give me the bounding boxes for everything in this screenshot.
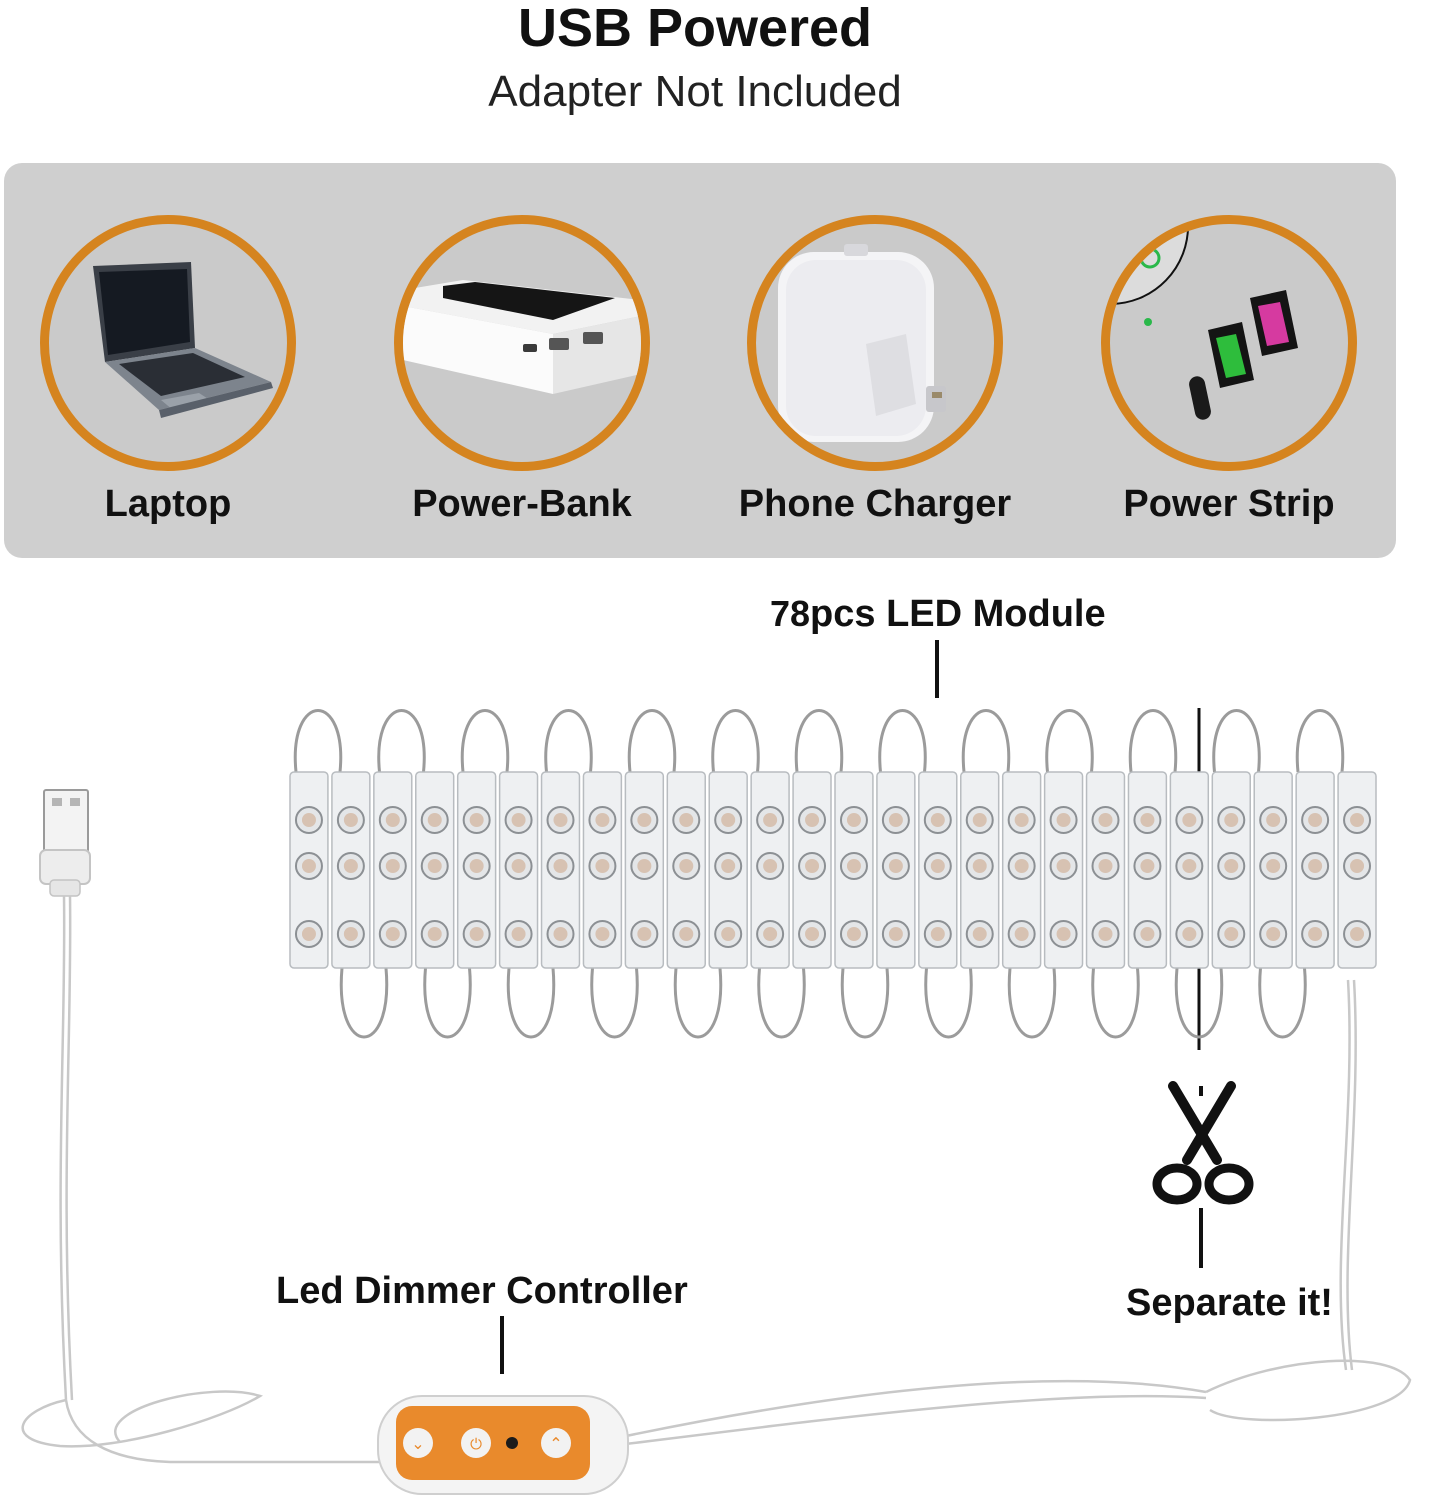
source-label-phone-charger: Phone Charger xyxy=(738,483,1012,525)
wire-loop-top xyxy=(377,709,426,773)
wire-loop-top xyxy=(1128,709,1178,773)
wire-loop-top xyxy=(460,709,510,773)
led-module xyxy=(373,771,413,969)
led-module xyxy=(1253,771,1293,969)
led-module xyxy=(1043,771,1084,969)
wire-loop-bottom xyxy=(840,967,890,1039)
led-module xyxy=(289,771,329,969)
page-title: USB Powered xyxy=(517,0,873,58)
page-subtitle: Adapter Not Included xyxy=(488,67,902,116)
led-module xyxy=(1001,771,1042,969)
source-label-power-strip: Power Strip xyxy=(1123,483,1335,525)
led-module xyxy=(960,771,1000,969)
scissors-icon xyxy=(1152,1081,1254,1205)
wire-loop-bottom xyxy=(339,967,389,1039)
led-module xyxy=(540,771,581,969)
wire-loop-top xyxy=(1295,709,1345,773)
wire-loop-top xyxy=(627,709,677,773)
usb-plug xyxy=(39,789,91,897)
led-module xyxy=(1127,771,1168,969)
led-module xyxy=(666,771,706,969)
usb-cable xyxy=(21,895,1412,1464)
led-module xyxy=(498,771,539,969)
source-laptop: Laptop xyxy=(0,215,338,545)
wire-loop-bottom xyxy=(423,967,472,1039)
separate-label: Separate it! xyxy=(1126,1282,1333,1324)
dimmer-controller: ⌄ ⏻ ⌃ xyxy=(377,1395,629,1495)
wire-loop-bottom xyxy=(506,967,556,1039)
power-icon: ⏻ xyxy=(470,1435,482,1453)
led-module xyxy=(792,771,832,969)
led-module xyxy=(834,771,874,969)
chevron-down-icon: ⌄ xyxy=(411,1434,424,1453)
power-button[interactable] xyxy=(461,1428,491,1458)
source-label-power-bank: Power-Bank xyxy=(412,483,632,525)
source-power-strip: Power Strip xyxy=(1059,215,1399,545)
source-power-bank: Power-Bank xyxy=(352,215,692,545)
led-module xyxy=(1169,771,1210,969)
led-module-callout: 78pcs LED Module xyxy=(770,593,1106,635)
wire-loop-bottom xyxy=(673,967,723,1039)
led-module xyxy=(331,771,371,969)
phone-charger-icon xyxy=(747,215,1003,471)
power-source-panel: Laptop Power-Bank xyxy=(4,163,1396,558)
chevron-up-icon: ⌃ xyxy=(549,1434,562,1453)
wire-loop-bottom xyxy=(924,967,973,1039)
led-module xyxy=(750,771,790,969)
wire-loop-top xyxy=(1045,709,1094,773)
led-module xyxy=(1295,771,1335,969)
led-module xyxy=(1337,771,1377,969)
led-module xyxy=(624,771,665,969)
led-module xyxy=(708,771,748,969)
wire-loop-top xyxy=(1212,709,1261,773)
led-module xyxy=(876,771,916,969)
led-module-strip xyxy=(289,709,1377,1039)
source-phone-charger: Phone Charger xyxy=(705,215,1045,545)
led-module xyxy=(1085,771,1126,969)
power-bank-icon xyxy=(394,215,650,471)
wire-loop-top xyxy=(961,709,1011,773)
increase-button[interactable] xyxy=(541,1428,571,1458)
led-module xyxy=(918,771,958,969)
source-label-laptop: Laptop xyxy=(104,483,232,525)
wire-loop-bottom xyxy=(1258,967,1307,1039)
wire-loop-top xyxy=(878,709,927,773)
wire-loop-top xyxy=(544,709,593,773)
wire-loop-bottom xyxy=(590,967,639,1039)
indicator-led xyxy=(506,1437,518,1449)
led-module xyxy=(415,771,455,969)
led-module xyxy=(1211,771,1251,969)
led-module-label: pcs LED Module xyxy=(810,593,1106,635)
wire-loop-bottom xyxy=(757,967,806,1039)
wire-loop-top xyxy=(711,709,760,773)
led-module-count: 78 xyxy=(770,593,811,634)
wire-loop-bottom xyxy=(1007,967,1057,1039)
wire-loop-bottom xyxy=(1091,967,1140,1039)
laptop-icon xyxy=(40,215,296,471)
wire-loop-bottom xyxy=(1174,967,1224,1039)
power-strip-icon xyxy=(1101,215,1357,471)
decrease-button[interactable] xyxy=(403,1428,433,1458)
wire-loop-top xyxy=(794,709,844,773)
led-module xyxy=(456,771,497,969)
wire-loop-top xyxy=(293,709,343,773)
led-module xyxy=(582,771,623,969)
dimmer-controller-label: Led Dimmer Controller xyxy=(276,1270,688,1312)
